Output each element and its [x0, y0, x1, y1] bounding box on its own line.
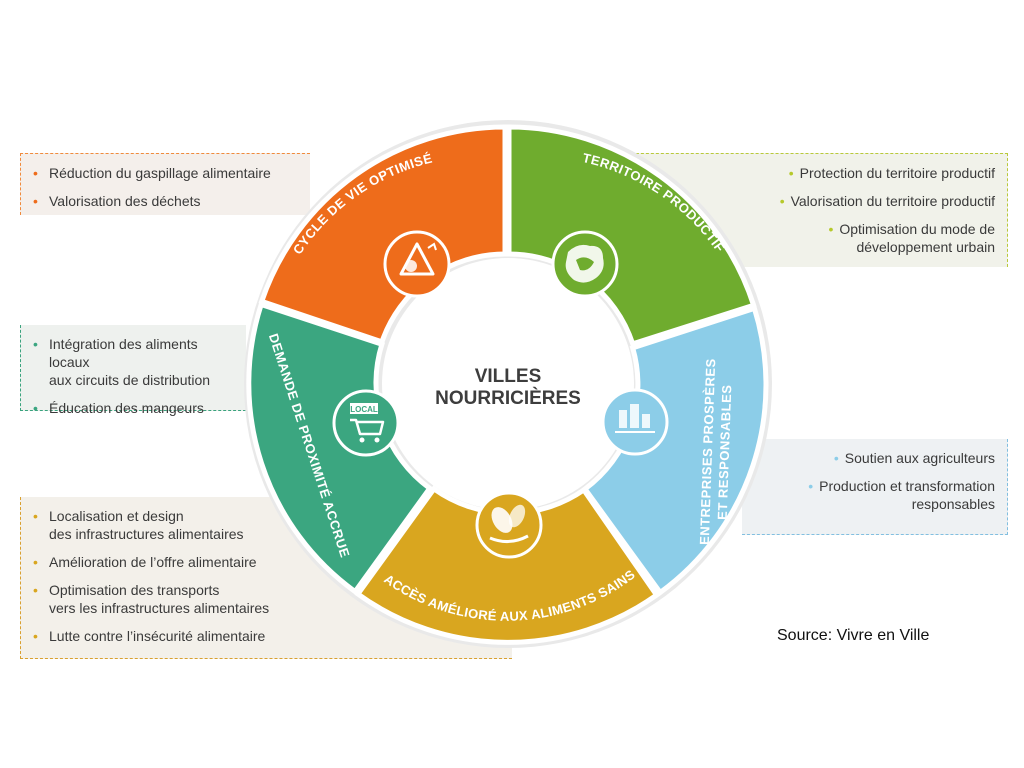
list-item-text: Protection du territoire productif	[799, 165, 995, 181]
list-item: • Réduction du gaspillage alimentaire	[33, 164, 298, 182]
panel-demande-proximite: • Intégration des aliments locaux aux circ…	[20, 325, 246, 416]
list-item-text: Localisation et design	[49, 508, 184, 524]
recycle-icon	[383, 230, 451, 298]
list-item-text: Intégration des aliments locaux	[49, 336, 198, 370]
list-item-text: Optimisation des transports	[49, 582, 220, 598]
healthy-food-icon	[475, 491, 543, 559]
bullet-icon: •	[33, 554, 38, 570]
svg-text:LOCAL: LOCAL	[350, 405, 378, 414]
list-item: • Localisation et design des infrastructur…	[33, 507, 500, 543]
list-item: • Optimisation du mode de développement ur…	[608, 220, 995, 256]
bullet-icon: •	[33, 165, 38, 181]
list-item-text: Lutte contre l’insécurité alimentaire	[49, 628, 266, 644]
list-item-text: vers les infrastructures alimentaires	[49, 600, 270, 616]
list-item-text: Amélioration de l’offre alimentaire	[49, 554, 257, 570]
list-item: • Éducation des mangeurs	[33, 399, 234, 417]
list-item-text: Optimisation du mode de	[839, 221, 995, 237]
segment-demande	[246, 301, 434, 596]
list-item: • Soutien aux agriculteurs	[754, 449, 995, 467]
business-icon	[601, 388, 669, 456]
list-item: • Valorisation du territoire productif	[608, 192, 995, 210]
list-item-text: des infrastructures alimentaires	[49, 526, 244, 542]
svg-text:ENTREPRISES PROSPÈRES: ENTREPRISES PROSPÈRES	[697, 358, 719, 545]
list-item-text: Éducation des mangeurs	[49, 400, 204, 416]
list-item: • Amélioration de l’offre alimentaire	[33, 553, 500, 571]
bullet-icon: •	[833, 450, 839, 466]
list-item-text: Valorisation du territoire productif	[790, 193, 995, 209]
list-item: • Intégration des aliments locaux aux circ…	[33, 335, 234, 389]
bullet-icon: •	[33, 400, 38, 416]
bullet-icon: •	[808, 478, 814, 494]
svg-text:ET RESPONSABLES: ET RESPONSABLES	[715, 384, 735, 520]
bullet-icon: •	[33, 336, 38, 352]
center-title-line2: NOURRICIÈRES	[435, 387, 581, 409]
list-item-text: Soutien aux agriculteurs	[844, 450, 995, 466]
list-item: • Protection du territoire productif	[608, 164, 995, 182]
panel-cycle-de-vie: • Réduction du gaspillage alimentaire • Va…	[20, 153, 310, 215]
bullet-icon: •	[33, 582, 38, 598]
list-item-text: aux circuits de distribution	[49, 372, 211, 388]
bullet-icon: •	[33, 628, 38, 644]
panel-entreprises: • Soutien aux agriculteurs • Production et…	[742, 439, 1008, 535]
list-item: • Optimisation des transports vers les inf…	[33, 581, 500, 617]
bullet-icon: •	[33, 508, 38, 524]
list-item-text: Réduction du gaspillage alimentaire	[49, 165, 271, 181]
center-title-line1: VILLES	[475, 366, 542, 387]
segment-cycle-de-vie	[258, 124, 508, 346]
list-item: • Valorisation des déchets	[33, 192, 298, 210]
local-cart-icon: LOCAL	[332, 389, 400, 457]
source-caption: Source: Vivre en Ville	[777, 627, 930, 644]
list-item-text: développement urbain	[856, 239, 995, 255]
bullet-icon: •	[33, 193, 38, 209]
bullet-icon: •	[788, 165, 794, 181]
territory-map-icon	[551, 230, 619, 298]
segment-label-entreprises: ENTREPRISES PROSPÈRES ET RESPONSABLES	[697, 358, 735, 545]
bullet-icon: •	[779, 193, 785, 209]
list-item-text: responsables	[911, 496, 995, 512]
list-item: • Lutte contre l’insécurité alimentaire	[33, 627, 500, 645]
bullet-icon: •	[828, 221, 834, 237]
list-item-text: Production et transformation	[819, 478, 995, 494]
list-item-text: Valorisation des déchets	[49, 193, 201, 209]
center-circle	[382, 258, 634, 510]
list-item: • Production et transformation responsable…	[754, 477, 995, 513]
